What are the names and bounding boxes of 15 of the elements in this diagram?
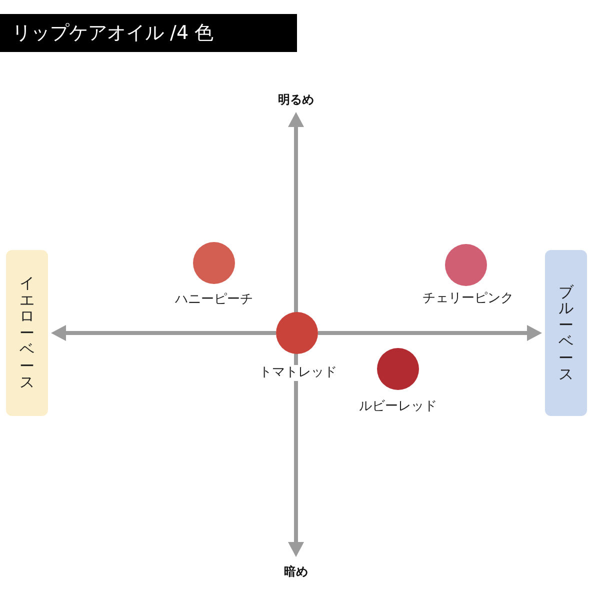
panel-label: ブルーベース [558,284,574,382]
panel-label: イエローベース [20,275,34,391]
color-dot [193,242,235,284]
shade-name: チェリーピンク [422,291,514,307]
color-dot [377,348,419,390]
axis-label: 暗め [284,564,308,580]
side-panel [545,250,587,416]
color-dot [445,244,487,286]
axis-label: 明るめ [278,92,314,108]
shade-name: ルビーレッド [359,399,437,415]
side-panel [6,250,48,416]
color-dot [276,312,318,354]
arrow [318,325,542,341]
title-banner: リップケアオイル /4 色 [0,14,297,52]
arrow [51,325,276,341]
